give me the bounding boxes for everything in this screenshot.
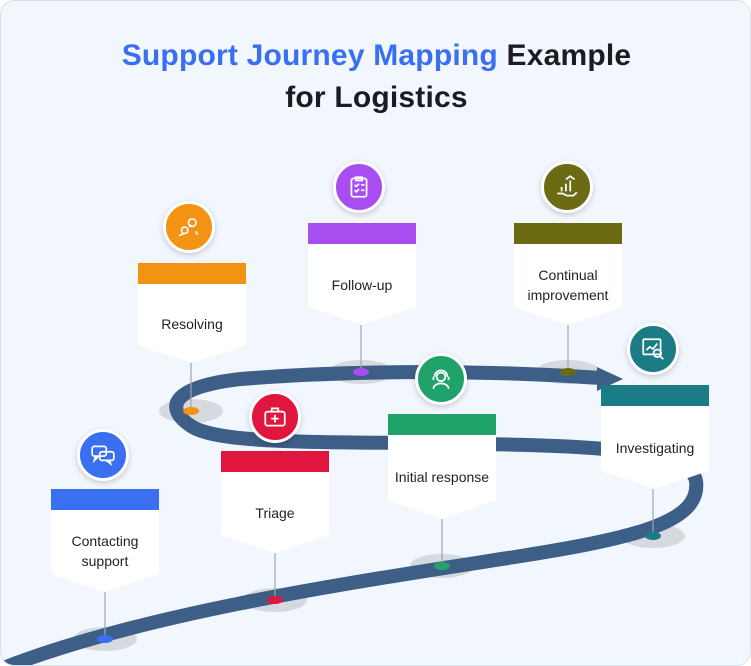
- stop-dot-investigating: [645, 532, 661, 540]
- stop-dot-continual: [560, 368, 576, 376]
- stage-band: [308, 223, 416, 244]
- title-accent: Support Journey Mapping: [121, 39, 498, 72]
- first-aid-kit-icon: [249, 391, 301, 443]
- puzzle-gears-icon: [163, 201, 215, 253]
- stage-band: [138, 263, 246, 284]
- stage-card-triage: Triage: [221, 451, 329, 553]
- stop-shadows: [73, 360, 685, 651]
- stage-band: [601, 385, 709, 406]
- title-line2: for Logistics: [285, 81, 468, 114]
- stage-band: [221, 451, 329, 472]
- stop-dot-triage: [267, 596, 283, 604]
- stop-dot-initial-response: [434, 562, 450, 570]
- stage-card-continual-improvement: Continual improvement: [514, 223, 622, 325]
- checklist-icon: [333, 161, 385, 213]
- analytics-magnifier-icon: [627, 323, 679, 375]
- title-rest: Example: [506, 39, 632, 72]
- stage-card-initial-response: Initial response: [388, 414, 496, 519]
- stage-label: Contacting support: [51, 510, 159, 592]
- stage-card-investigating: Investigating: [601, 385, 709, 489]
- road-path: [1, 365, 704, 665]
- stage-card-contacting: Contacting support: [51, 489, 159, 592]
- stage-label: Initial response: [388, 435, 496, 519]
- stage-label: Continual improvement: [514, 244, 622, 325]
- stage-label: Follow-up: [308, 244, 416, 325]
- stop-dot-resolving: [183, 407, 199, 415]
- stop-dot-contacting: [97, 635, 113, 643]
- stage-label: Triage: [221, 472, 329, 553]
- stage-band: [514, 223, 622, 244]
- stage-band: [51, 489, 159, 510]
- stop-dots: [97, 368, 661, 643]
- page-title: Support Journey Mapping Example for Logi…: [1, 35, 750, 119]
- stage-band: [388, 414, 496, 435]
- growth-hand-icon: [541, 161, 593, 213]
- stage-card-follow-up: Follow-up: [308, 223, 416, 325]
- chat-bubbles-icon: [77, 429, 129, 481]
- stage-card-resolving: Resolving: [138, 263, 246, 363]
- stage-label: Investigating: [601, 406, 709, 489]
- stop-dot-follow-up: [353, 368, 369, 376]
- stage-label: Resolving: [138, 284, 246, 363]
- connector-lines: [104, 325, 654, 639]
- support-agent-headset-icon: [415, 353, 467, 405]
